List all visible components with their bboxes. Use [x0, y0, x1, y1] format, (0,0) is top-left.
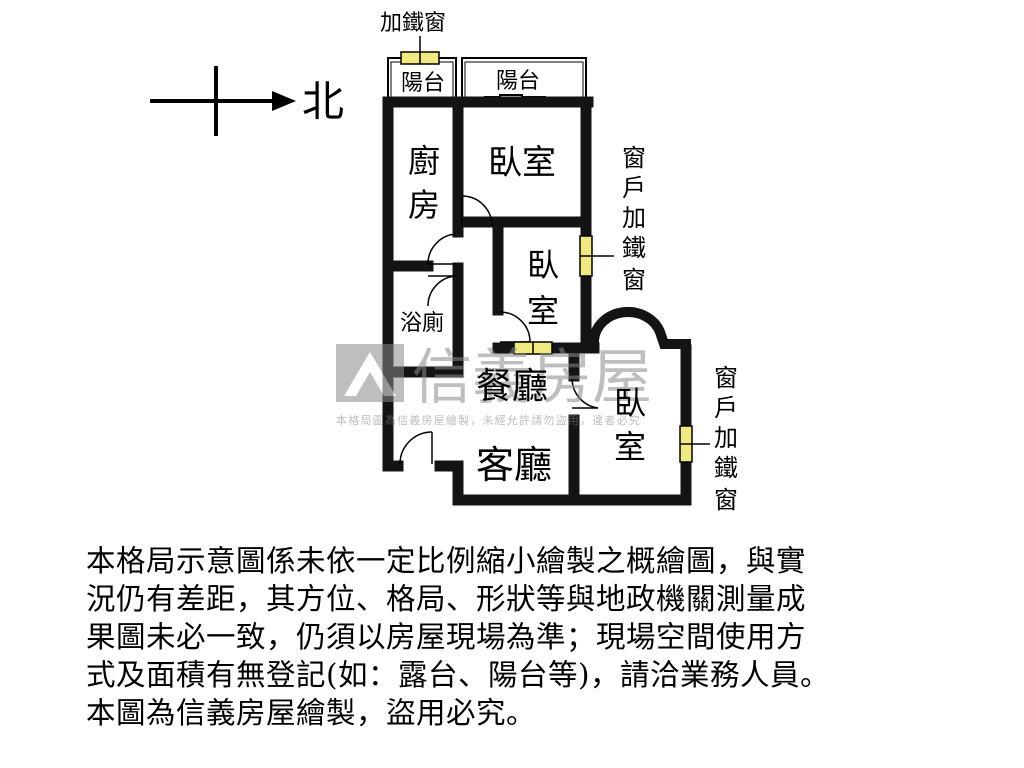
disclaimer-line: 況仍有差距，其方位、格局、形狀等與地政機關測量成	[86, 582, 807, 616]
iron-window-top-label: 加鐵窗	[380, 11, 446, 36]
floor-plan: 北	[150, 11, 738, 514]
disclaimer-line: 式及面積有無登記(如：露台、陽台等)，請洽業務人員。	[86, 658, 831, 692]
svg-text:鐵: 鐵	[622, 234, 646, 262]
kitchen-label-1: 廚	[408, 142, 440, 180]
svg-text:加: 加	[714, 424, 738, 452]
watermark-brand: 信義房屋	[412, 343, 652, 413]
dining-room-label: 餐廳	[476, 366, 548, 407]
walls	[382, 96, 692, 506]
compass-north-label: 北	[302, 77, 344, 126]
disclaimer-line: 本圖為信義房屋繪製，盜用必究。	[86, 696, 537, 730]
door-entrance	[399, 431, 433, 465]
svg-text:加: 加	[622, 204, 646, 232]
leader-lines	[419, 36, 710, 445]
svg-text:窗: 窗	[714, 364, 738, 392]
iron-windows	[400, 51, 693, 463]
disclaimer: 本格局示意圖係未依一定比例縮小繪製之概繪圖，與實 況仍有差距，其方位、格局、形狀…	[86, 542, 966, 732]
door-bedroom-right	[571, 377, 599, 409]
bedroom-middle-label-1: 臥	[527, 246, 559, 284]
door-bedroom-top	[461, 195, 493, 227]
iron-window-middle-label: 窗 戶 加 鐵 窗	[622, 144, 646, 294]
svg-text:窗: 窗	[622, 266, 646, 294]
svg-text:鐵: 鐵	[714, 454, 738, 482]
disclaimer-line: 果圖未必一致，仍須以房屋現場為準；現場空間使用方	[86, 620, 807, 654]
watermark-logo-icon	[336, 344, 404, 402]
living-room-label: 客廳	[476, 443, 552, 487]
svg-text:戶: 戶	[714, 394, 738, 422]
bedroom-middle-label-2: 室	[527, 292, 559, 330]
bathroom-label: 浴廁	[400, 311, 444, 336]
compass: 北	[150, 66, 344, 136]
iron-window-right-label: 窗 戶 加 鐵 窗	[714, 364, 738, 514]
bedroom-right-label-2: 室	[614, 428, 646, 466]
disclaimer-line: 本格局示意圖係未依一定比例縮小繪製之概繪圖，與實	[86, 544, 807, 578]
kitchen-label-2: 房	[408, 186, 440, 224]
bedroom-right-label-1: 臥	[614, 384, 646, 422]
compass-arrow-head-icon	[272, 91, 296, 111]
balcony-right-label: 陽台	[496, 69, 540, 94]
watermark-notice: 本格局圖為信義房屋繪製，未經允許請勿盜用，違者必究	[336, 413, 641, 427]
door-kitchen	[427, 233, 457, 265]
svg-text:窗: 窗	[714, 486, 738, 514]
bedroom-right-arch-wall	[589, 306, 691, 352]
svg-text:戶: 戶	[622, 174, 646, 202]
door-bedroom-middle	[499, 311, 531, 343]
balcony-left-label: 陽台	[401, 71, 445, 96]
door-bathroom	[427, 275, 457, 307]
svg-text:窗: 窗	[622, 144, 646, 172]
bedroom-top-label: 臥室	[488, 143, 556, 183]
watermark: 信義房屋 本格局圖為信義房屋繪製，未經允許請勿盜用，違者必究	[336, 343, 652, 427]
